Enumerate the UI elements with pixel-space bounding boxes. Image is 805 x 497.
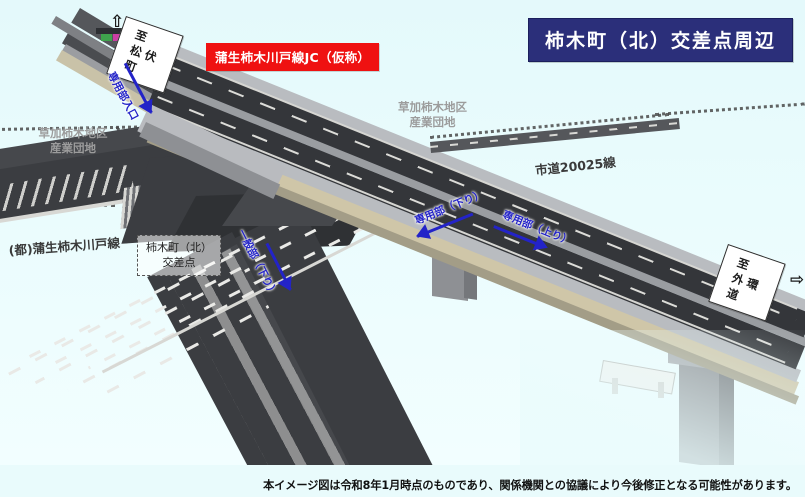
- area-label-soka-left: 草加柿木地区 産業団地: [18, 126, 128, 156]
- east-arrow-icon: ⇨: [790, 270, 805, 290]
- ramp-structure-green: [101, 33, 112, 41]
- page-title: 柿木町（北）交差点周辺: [527, 18, 793, 62]
- area-label-soka-left-line1: 草加柿木地区: [38, 126, 108, 140]
- area-label-soka-right-line2: 産業団地: [409, 115, 456, 129]
- ramp-structure-dark: [96, 28, 126, 34]
- junction-name-label: 蒲生柿木川戸線JC（仮称）: [206, 43, 380, 71]
- area-label-soka-right-line1: 草加柿木地区: [398, 100, 467, 114]
- north-arrow-icon: ⇧: [110, 12, 125, 32]
- footer-note: 本イメージ図は令和8年1月時点のものであり、関係機関との協議により今後修正となる…: [263, 479, 797, 492]
- intersection-callout-line1: 柿木町（北）: [146, 241, 212, 254]
- intersection-callout-line2: 交差点: [162, 256, 196, 269]
- atmospheric-haze: [520, 330, 805, 465]
- area-label-soka-right: 草加柿木地区 産業団地: [375, 100, 490, 130]
- intersection-callout: 柿木町（北） 交差点: [137, 235, 221, 276]
- area-label-soka-left-line2: 産業団地: [50, 141, 96, 155]
